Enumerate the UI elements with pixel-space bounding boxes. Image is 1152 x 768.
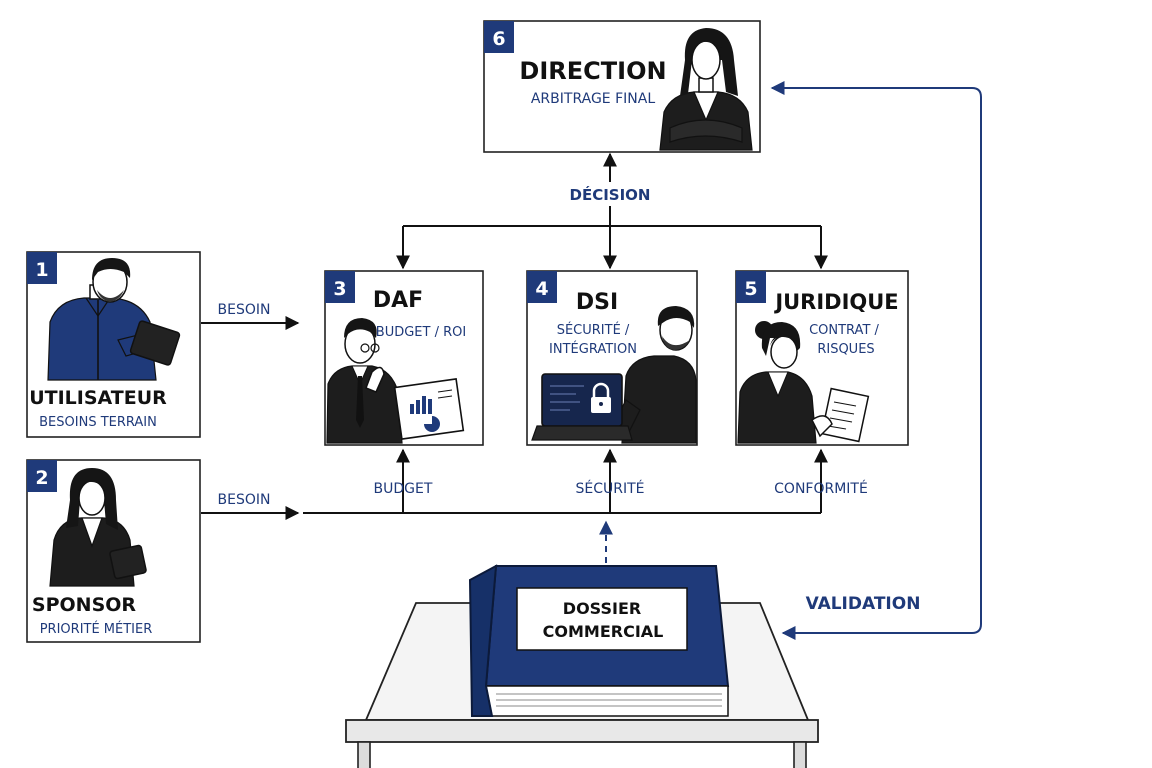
dossier-label-line-2: COMMERCIAL <box>543 622 664 641</box>
label-besoin-2: BESOIN <box>218 492 271 508</box>
lock-icon <box>591 382 611 413</box>
tablet <box>129 320 181 366</box>
card-number: 6 <box>492 28 505 50</box>
label-securite: SÉCURITÉ <box>575 480 644 497</box>
label-conformite: CONFORMITÉ <box>774 480 868 497</box>
tablet <box>109 544 147 580</box>
man-with-laptop-lock-icon <box>531 306 697 444</box>
card-title: JURIDIQUE <box>773 290 898 314</box>
card-number: 4 <box>535 278 548 300</box>
card-title: DAF <box>373 288 423 313</box>
card-number: 2 <box>35 467 48 489</box>
card-subtitle: BESOINS TERRAIN <box>39 415 157 430</box>
man-with-chart-icon <box>326 318 403 444</box>
card-juridique: 5 JURIDIQUE CONTRAT / RISQUES <box>735 270 909 446</box>
card-title: UTILISATEUR <box>29 387 167 409</box>
laptop-icon <box>531 373 633 441</box>
card-title: SPONSOR <box>32 594 136 616</box>
woman-arms-crossed-icon <box>659 28 753 151</box>
card-daf: 3 DAF BUDGET / ROI <box>324 270 484 446</box>
card-subtitle: PRIORITÉ MÉTIER <box>40 621 153 637</box>
card-number: 3 <box>333 278 346 300</box>
dossier-label-line-1: DOSSIER <box>563 599 641 618</box>
card-subtitle: BUDGET / ROI <box>376 325 466 340</box>
card-title: DSI <box>576 290 618 315</box>
card-title: DIRECTION <box>519 57 666 85</box>
man-with-tablet-icon <box>47 258 181 381</box>
card-direction: 6 DIRECTION ARBITRAGE FINAL <box>483 20 761 153</box>
card-utilisateur: 1 UTILISATEUR BESOINS TERRAIN <box>26 251 201 438</box>
card-subtitle-line-2: INTÉGRATION <box>549 341 637 357</box>
card-subtitle-line-1: SÉCURITÉ / <box>557 322 630 338</box>
card-subtitle: ARBITRAGE FINAL <box>531 91 655 107</box>
document-icon <box>820 387 870 443</box>
card-sponsor: 2 SPONSOR PRIORITÉ MÉTIER <box>26 459 201 643</box>
card-dsi: 4 DSI SÉCURITÉ / INTÉGRATION <box>526 270 698 446</box>
card-number: 5 <box>744 278 757 300</box>
woman-reading-document-icon <box>737 321 870 444</box>
flow-labels: DÉCISION BESOIN BESOIN BUDGET SÉCURITÉ C… <box>218 185 921 614</box>
card-number: 1 <box>35 259 48 281</box>
connectors <box>201 81 982 640</box>
label-decision: DÉCISION <box>570 185 651 204</box>
label-budget: BUDGET <box>374 481 433 497</box>
label-besoin-1: BESOIN <box>218 302 271 318</box>
label-validation: VALIDATION <box>806 594 921 614</box>
binder-icon: DOSSIER COMMERCIAL <box>468 564 730 717</box>
card-subtitle-line-1: CONTRAT / <box>809 323 879 338</box>
chart-panel-icon <box>393 378 465 440</box>
card-subtitle-line-2: RISQUES <box>817 342 874 357</box>
validation-loop <box>770 81 982 640</box>
woman-with-tablet-icon <box>49 468 147 587</box>
